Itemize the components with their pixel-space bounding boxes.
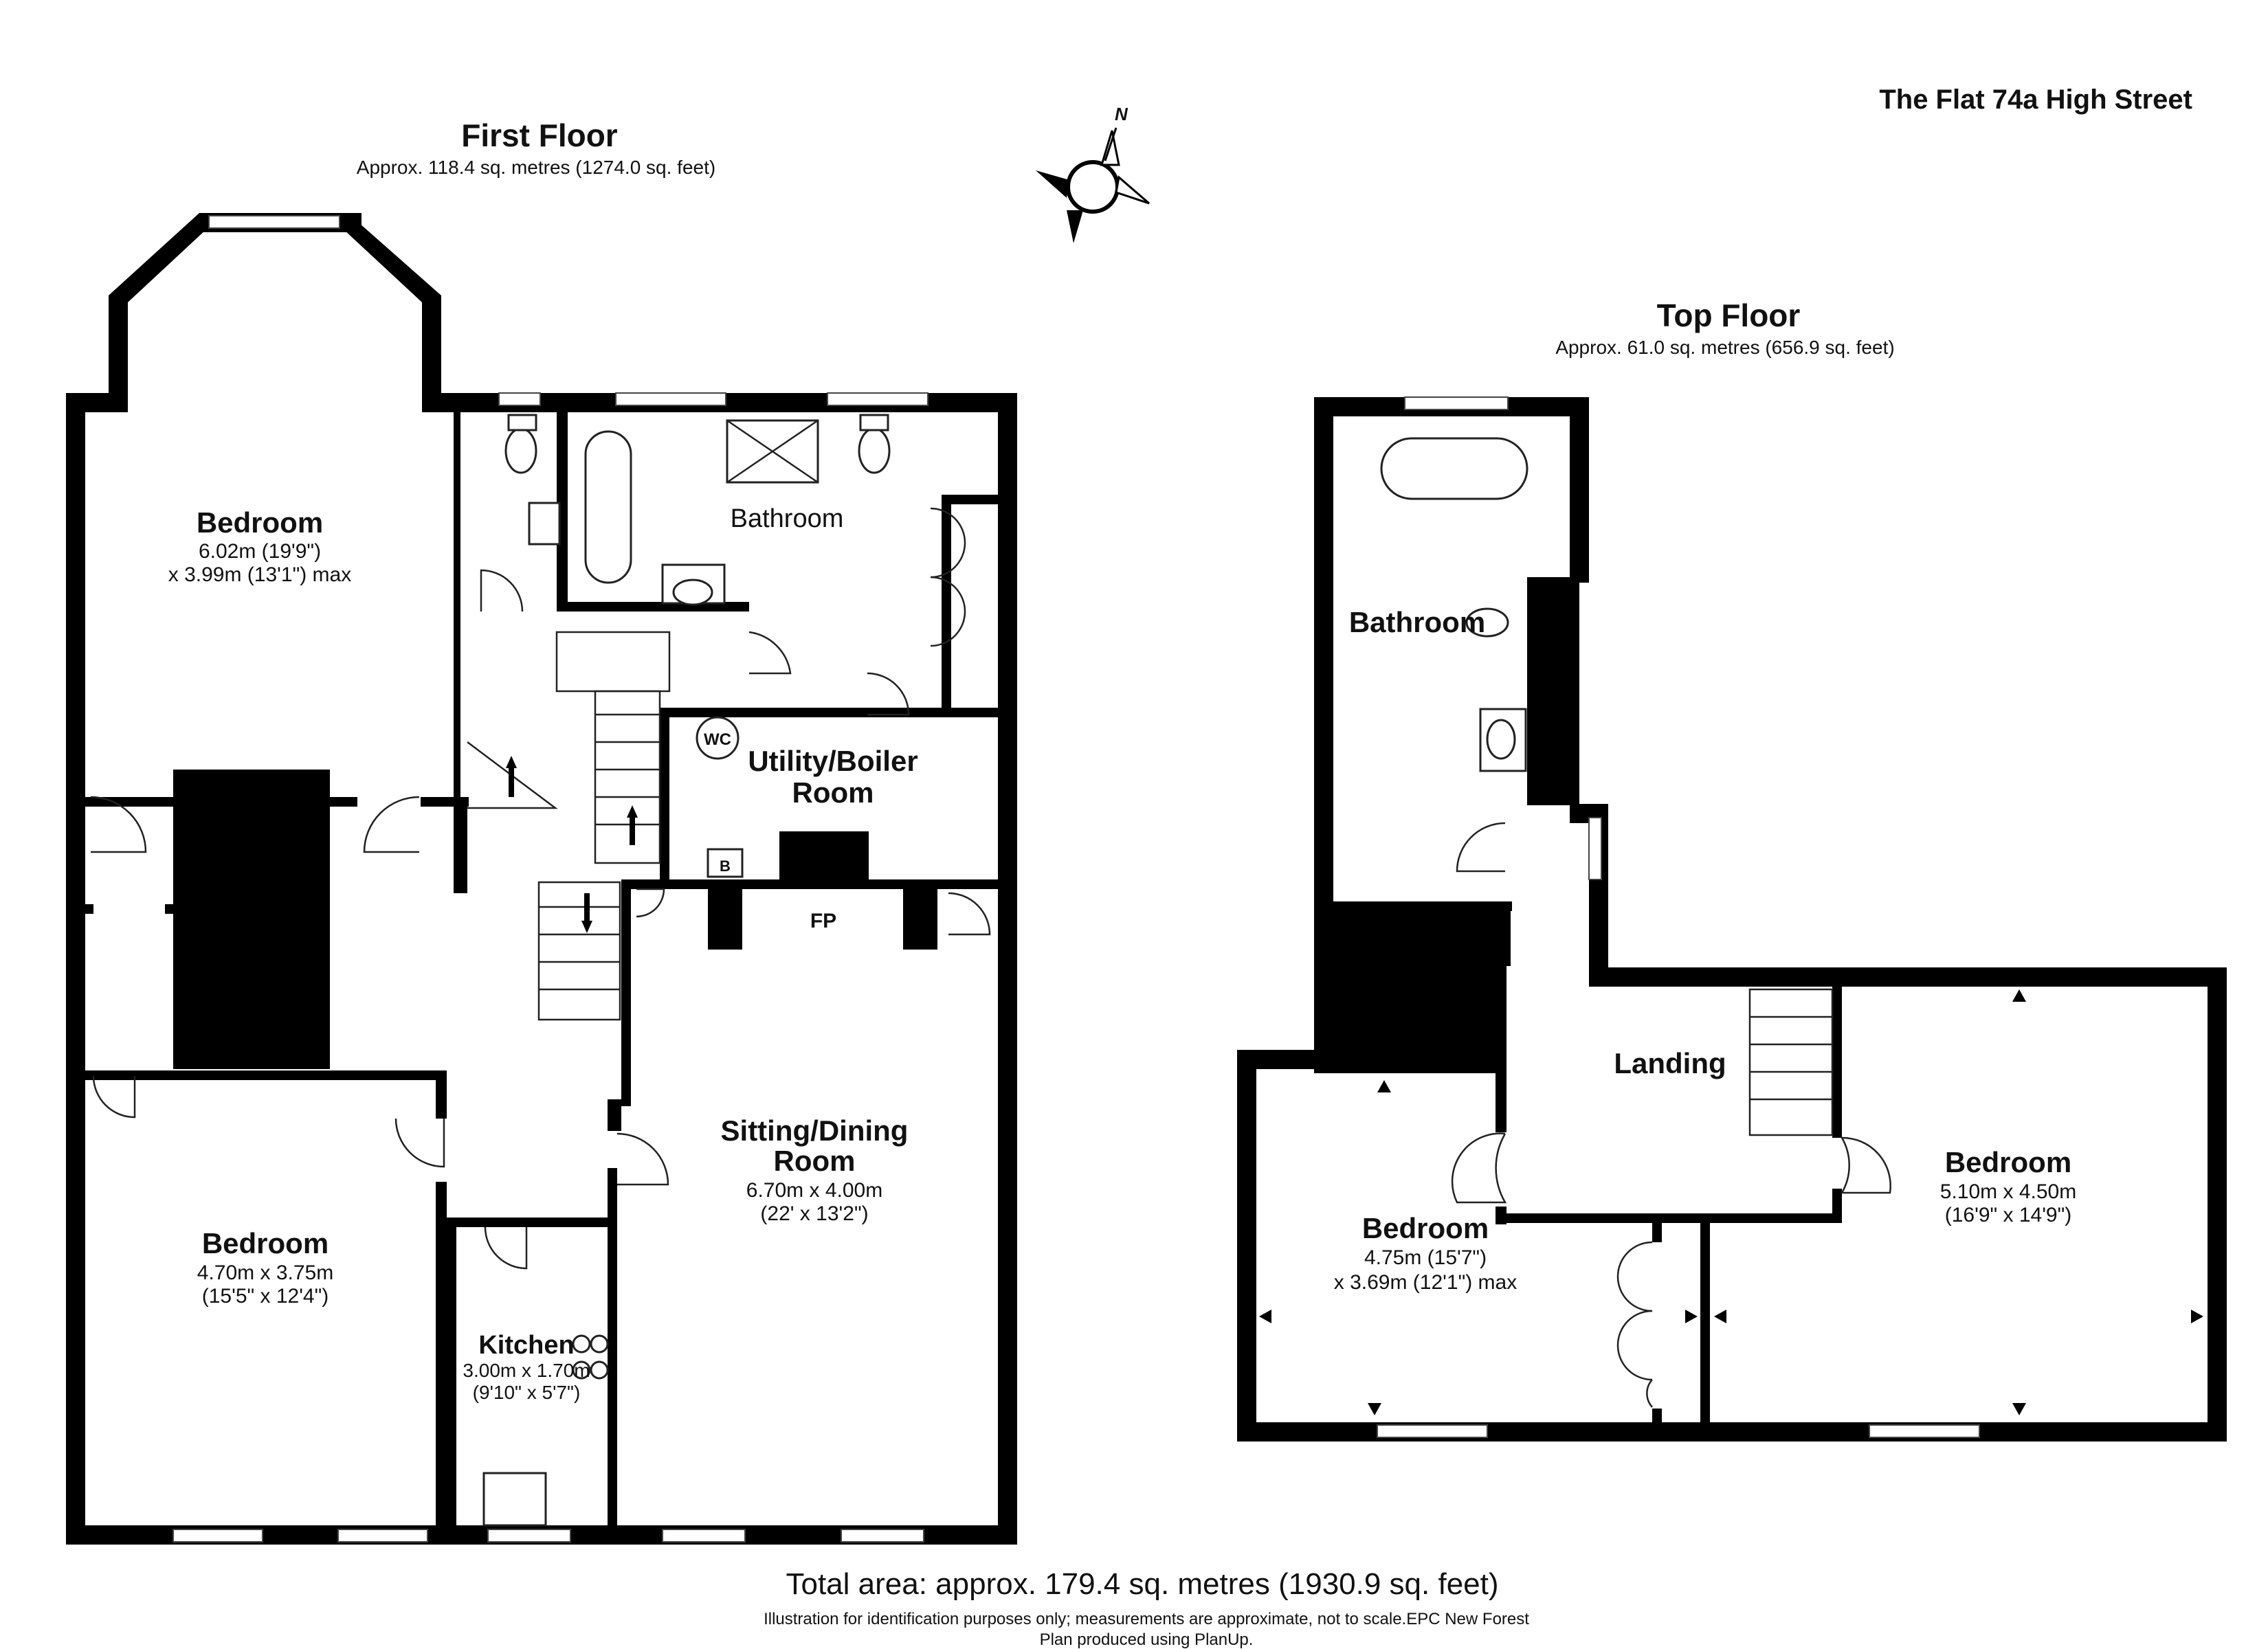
ff-sitting-dim2: (22' x 13'2") — [760, 1202, 868, 1225]
compass-rose-icon — [1036, 127, 1150, 243]
ff-bathroom-name: Bathroom — [731, 504, 844, 533]
compass-north-label: N — [1115, 104, 1129, 124]
tf-bedroom-right-dim1: 5.10m x 4.50m — [1940, 1180, 2076, 1203]
property-title: The Flat 74a High Street — [1879, 85, 2192, 115]
ff-utility-name2: Room — [792, 776, 874, 809]
ff-boiler-label: B — [720, 857, 731, 875]
ff-kitchen-dim2: (9'10" x 5'7") — [473, 1382, 581, 1403]
top-floor-title: Top Floor — [1657, 298, 1801, 333]
dimension-markers — [1259, 989, 2203, 1415]
tf-bedroom-right-dim2: (16'9" x 14'9") — [1945, 1204, 2072, 1226]
ff-bedroom-top-dim2: x 3.99m (13'1") max — [168, 563, 351, 586]
ff-bedroom-top-name: Bedroom — [197, 506, 323, 539]
ff-kitchen-name: Kitchen — [478, 1331, 574, 1360]
tf-bedroom-right-name: Bedroom — [1945, 1146, 2071, 1178]
tf-bedroom-left-name: Bedroom — [1362, 1212, 1489, 1244]
ff-bedroom-bottom-name: Bedroom — [202, 1227, 329, 1259]
ff-bedroom-bottom-dim1: 4.70m x 3.75m — [197, 1261, 333, 1284]
first-floor-stairs — [467, 631, 671, 1021]
first-floor-walls — [66, 213, 1017, 1545]
ff-wc-label: WC — [704, 730, 731, 749]
top-floor-windows — [1377, 396, 1980, 1438]
ff-sitting-dim1: 6.70m x 4.00m — [746, 1179, 882, 1202]
ff-bedroom-bottom-dim2: (15'5" x 12'4") — [202, 1285, 329, 1308]
ff-kitchen-dim1: 3.00m x 1.70m — [463, 1360, 590, 1381]
disclaimer: Illustration for identification purposes… — [764, 1610, 1529, 1628]
credit: Plan produced using PlanUp. — [1040, 1630, 1254, 1649]
first-floor-doors — [90, 507, 991, 1270]
first-floor-title: First Floor — [461, 117, 618, 153]
tf-bathroom-name: Bathroom — [1349, 606, 1485, 638]
top-floor-area: Approx. 61.0 sq. metres (656.9 sq. feet) — [1555, 337, 1894, 358]
first-floor-fixtures — [482, 414, 891, 1527]
first-floor-windows — [173, 215, 929, 1543]
tf-bedroom-left-dim1: 4.75m (15'7") — [1364, 1246, 1487, 1269]
total-area: Total area: approx. 179.4 sq. metres (19… — [786, 1567, 1498, 1601]
top-floor-doors — [1451, 822, 1891, 1408]
tf-bedroom-left-dim2: x 3.69m (12'1") max — [1334, 1271, 1517, 1294]
top-floor-fixtures — [1380, 437, 1528, 772]
ff-bedroom-top-dim1: 6.02m (19'9") — [199, 540, 321, 563]
tf-landing-name: Landing — [1614, 1047, 1726, 1079]
ff-utility-name1: Utility/Boiler — [748, 745, 918, 777]
ff-fireplace-label: FP — [810, 910, 836, 932]
top-floor-stairs — [1748, 988, 1834, 1136]
ff-sitting-name2: Room — [774, 1145, 856, 1177]
first-floor-area: Approx. 118.4 sq. metres (1274.0 sq. fee… — [357, 157, 715, 178]
ff-sitting-name1: Sitting/Dining — [721, 1114, 909, 1147]
